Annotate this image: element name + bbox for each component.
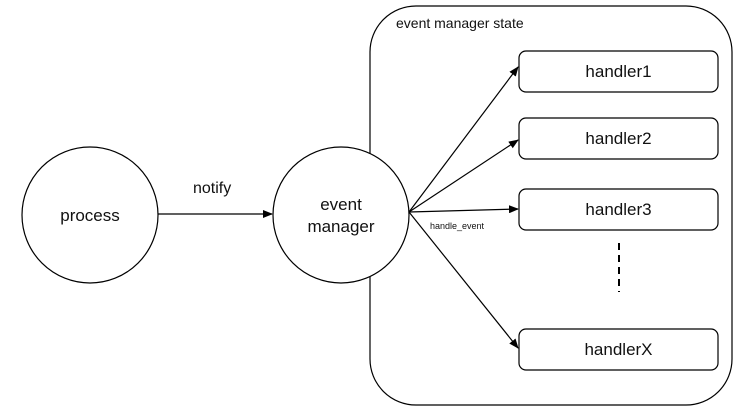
handler3-label: handler3 [585, 200, 652, 219]
process-label: process [60, 206, 120, 225]
handler2-label: handler2 [585, 129, 652, 148]
notify-label: notify [193, 180, 232, 197]
handle-event-label: handle_event [430, 221, 485, 231]
event-manager-label-line1: event [320, 195, 362, 214]
handlerX-box [518, 328, 719, 371]
handlerX-label: handlerX [584, 340, 653, 359]
arrow-to-handler2 [408, 139, 519, 213]
process-node [21, 146, 159, 284]
handler2-box [518, 117, 719, 160]
handler1-box [518, 50, 719, 93]
arrow-to-handlerX [408, 211, 519, 349]
state-container-label: event manager state [396, 15, 524, 31]
arrow-to-handler3 [408, 205, 519, 214]
handler1-label: handler1 [585, 62, 652, 81]
event-manager-label-line2: manager [307, 217, 375, 236]
handler3-box [518, 188, 719, 231]
arrow-to-handler1 [408, 66, 519, 213]
event-manager-node [272, 146, 410, 284]
